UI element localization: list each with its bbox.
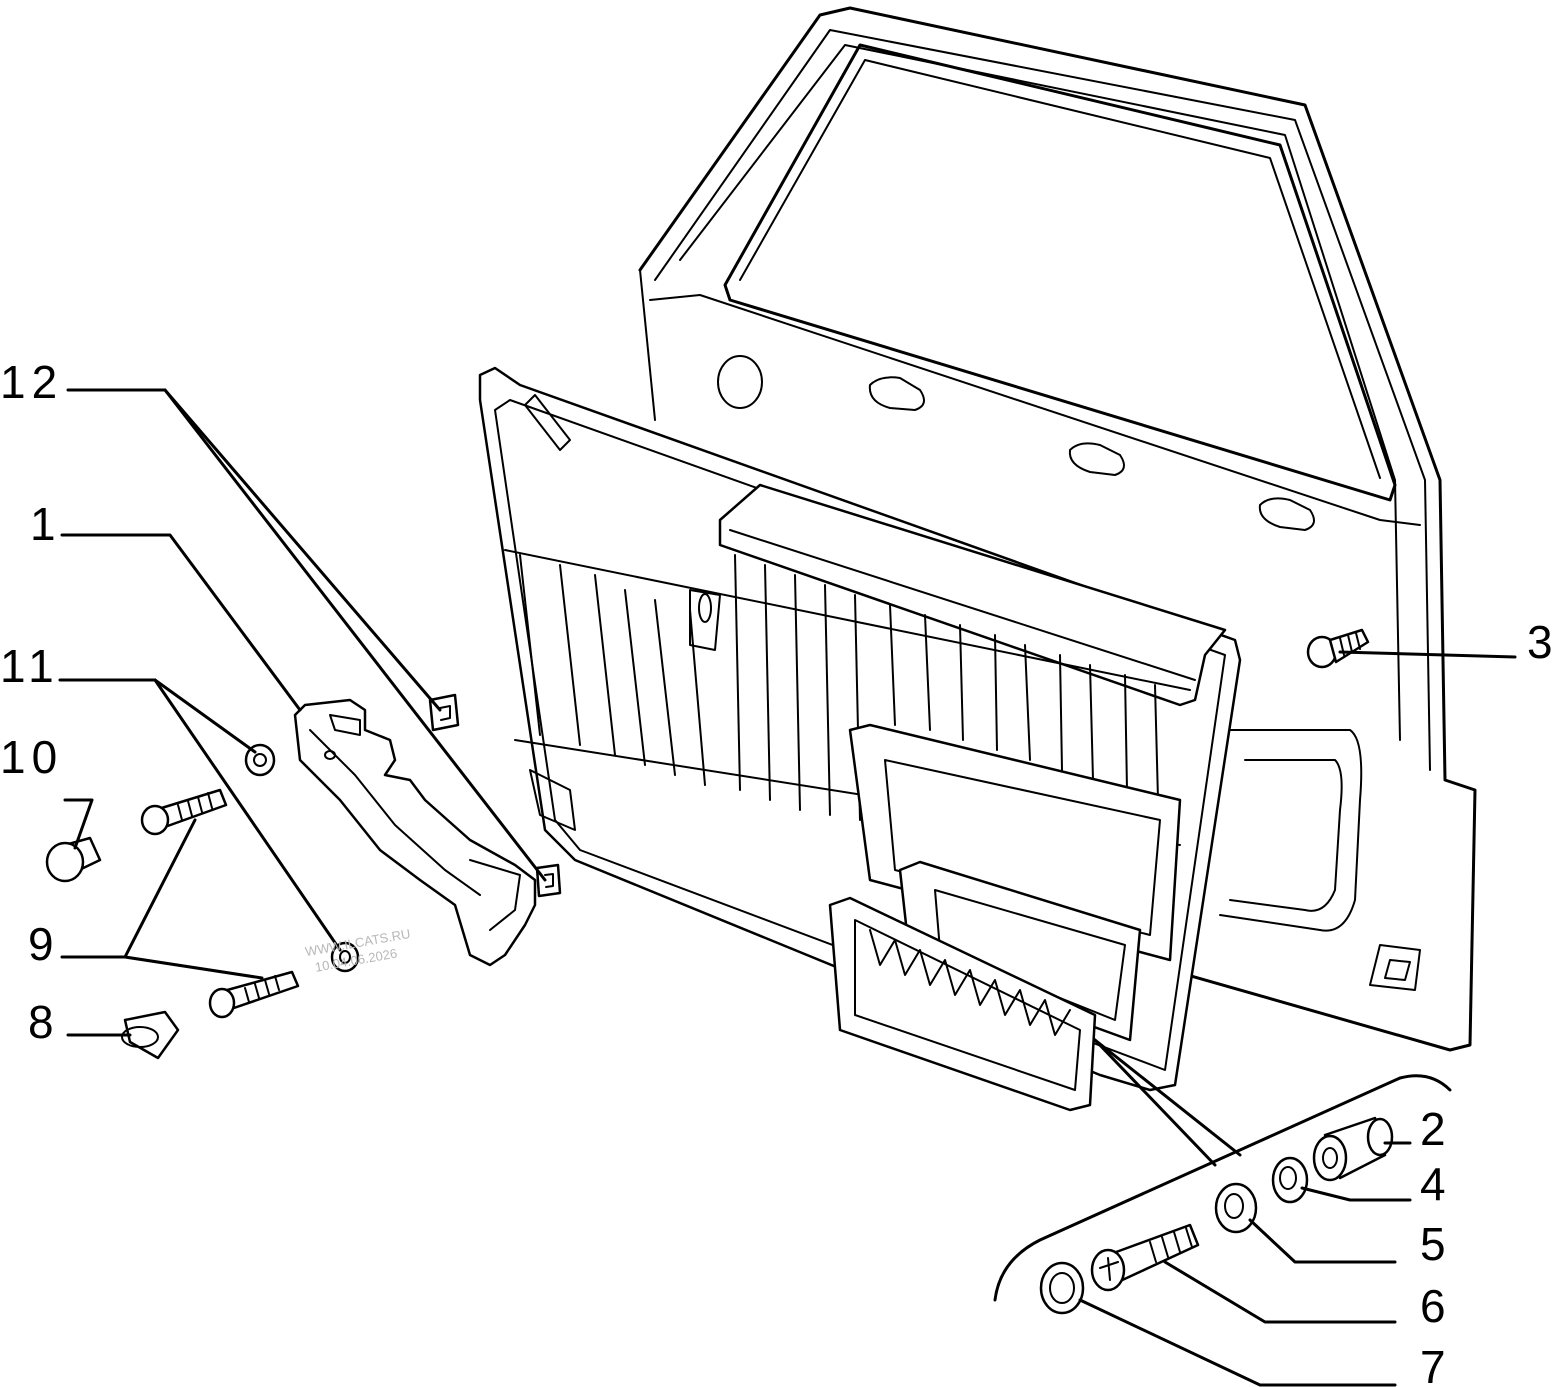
callout-11: 11 <box>0 640 60 692</box>
part-1-handle-bracket <box>293 698 537 967</box>
trim-panel <box>478 366 1242 1112</box>
callout-5: 5 <box>1420 1218 1452 1270</box>
detail-bracket <box>993 1074 1452 1302</box>
leader-lines <box>58 388 1517 1387</box>
callout-2: 2 <box>1420 1103 1452 1155</box>
part-4-washer <box>1271 1156 1309 1204</box>
watermark: WWW.ILCATS.RU 10.04.06.2026 <box>304 926 412 975</box>
part-8-plug <box>121 1010 180 1060</box>
callout-1: 1 <box>30 498 62 550</box>
part-10-cap <box>45 836 102 883</box>
part-2-bushing <box>1312 1116 1394 1182</box>
callout-8: 8 <box>28 996 60 1048</box>
callout-12: 12 <box>0 356 63 408</box>
callout-7: 7 <box>1420 1341 1452 1387</box>
part-6-screw <box>1090 1223 1200 1292</box>
door-shell <box>638 6 1477 1052</box>
callout-3: 3 <box>1527 616 1557 668</box>
part-5-washer <box>1214 1182 1258 1234</box>
callout-9: 9 <box>28 918 60 970</box>
callout-4: 4 <box>1420 1158 1452 1210</box>
callout-10: 10 <box>0 731 63 783</box>
map-pocket-teeth <box>869 929 1071 1036</box>
part-12-clips <box>428 693 562 898</box>
part-9-screws <box>140 788 300 1019</box>
part-7-cap <box>1039 1261 1085 1315</box>
callout-6: 6 <box>1420 1280 1452 1332</box>
part-3-stud <box>1306 628 1370 669</box>
callout-labels: 12 1 11 10 9 8 3 2 4 5 6 7 <box>0 356 1557 1387</box>
